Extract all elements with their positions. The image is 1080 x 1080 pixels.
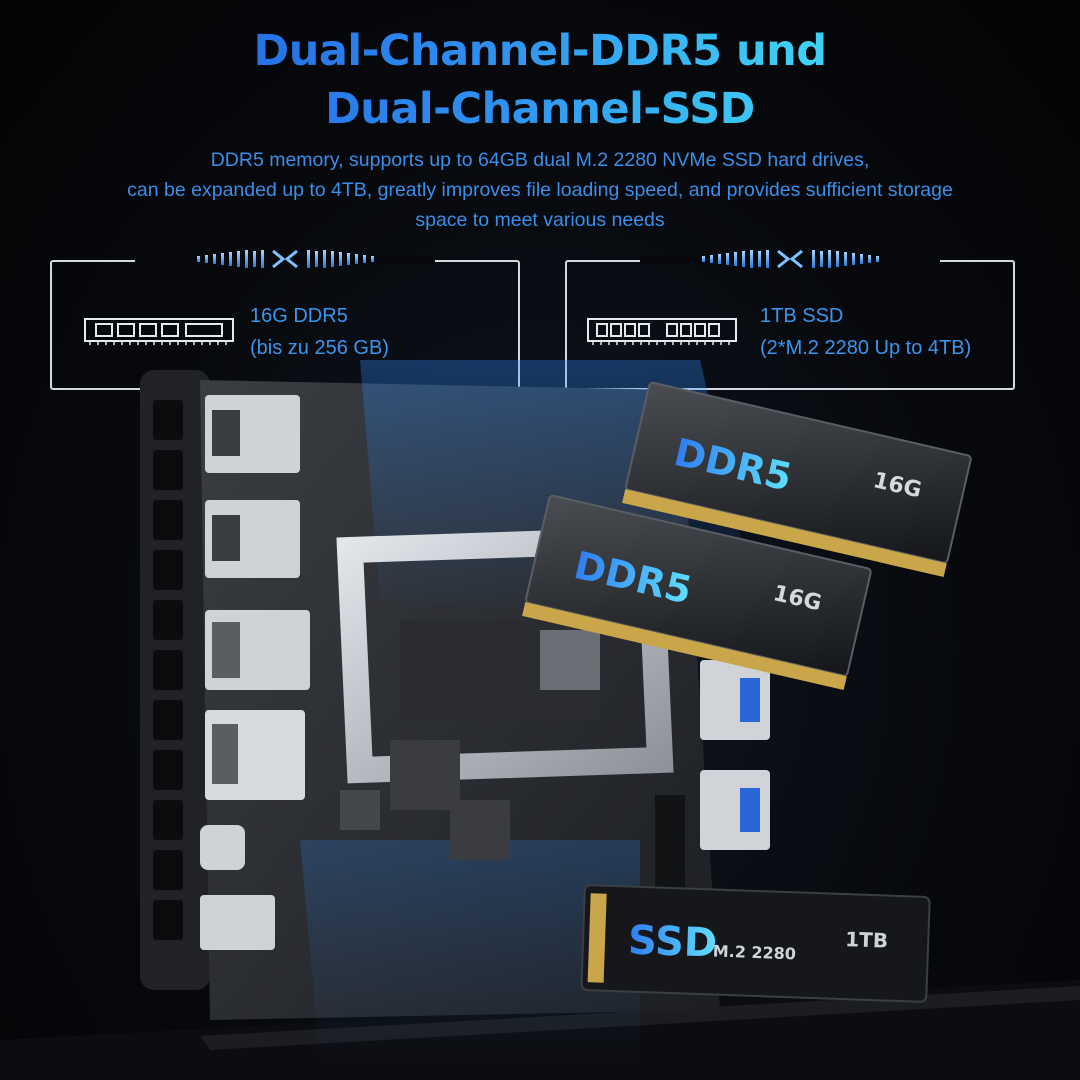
ram-module-2: DDR5 16G bbox=[522, 494, 872, 691]
ssd-form: M.2 2280 bbox=[712, 942, 796, 964]
headline-line-1: Dual-Channel-DDR5 und bbox=[253, 26, 827, 76]
description-line-2: can be expanded up to 4TB, greatly impro… bbox=[127, 179, 953, 201]
ssd-brand: SSD bbox=[627, 918, 718, 967]
description-line-1: DDR5 memory, supports up to 64GB dual M.… bbox=[210, 149, 870, 171]
ssd-spec-box: 1TB SSD (2*M.2 2280 Up to 4TB) bbox=[565, 249, 1015, 390]
ram-spec-capacity: 16G DDR5 bbox=[250, 305, 348, 327]
ssd-spec-capacity: 1TB SSD bbox=[760, 305, 844, 327]
ram-spec-max: (bis zu 256 GB) bbox=[250, 337, 389, 359]
ssd-module: SSD M.2 2280 1TB bbox=[580, 884, 931, 1003]
ports-column bbox=[200, 395, 310, 950]
ram-spec-label: 16G DDR5 (bis zu 256 GB) bbox=[250, 300, 389, 364]
headline: Dual-Channel-DDR5 und Dual-Channel-SSD bbox=[0, 22, 1080, 138]
ssd-chip-icon bbox=[587, 318, 737, 345]
ssd-spec-max: (2*M.2 2280 Up to 4TB) bbox=[760, 337, 972, 359]
ram-module-1: DDR5 16G bbox=[622, 381, 972, 578]
headline-line-2: Dual-Channel-SSD bbox=[325, 84, 755, 134]
mini-pc-illustration: DDR5 16G DDR5 16G SSD M.2 2280 1TB bbox=[0, 360, 1080, 1080]
description: DDR5 memory, supports up to 64GB dual M.… bbox=[20, 145, 1060, 235]
ssd-capacity: 1TB bbox=[845, 927, 889, 952]
signal-bars-icon bbox=[197, 249, 374, 269]
description-line-3: space to meet various needs bbox=[415, 209, 665, 231]
ssd-spec-label: 1TB SSD (2*M.2 2280 Up to 4TB) bbox=[760, 300, 971, 364]
signal-bars-icon bbox=[702, 249, 879, 269]
ram-chip-icon bbox=[84, 318, 234, 345]
